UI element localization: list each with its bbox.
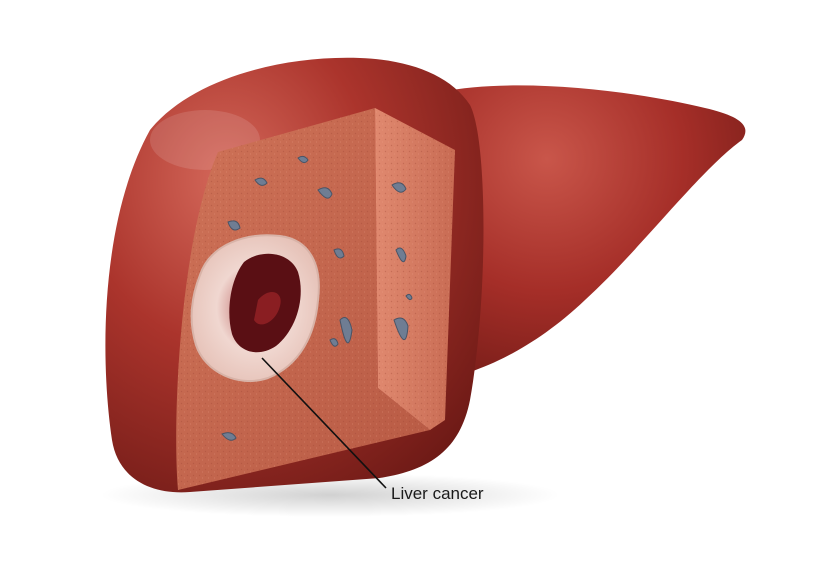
tumor (190, 234, 320, 382)
blood-vessels (221, 155, 413, 441)
callout-leader-line (261, 357, 387, 489)
callout-label-liver-cancer: Liver cancer (391, 484, 484, 503)
right-lobe (440, 85, 746, 380)
